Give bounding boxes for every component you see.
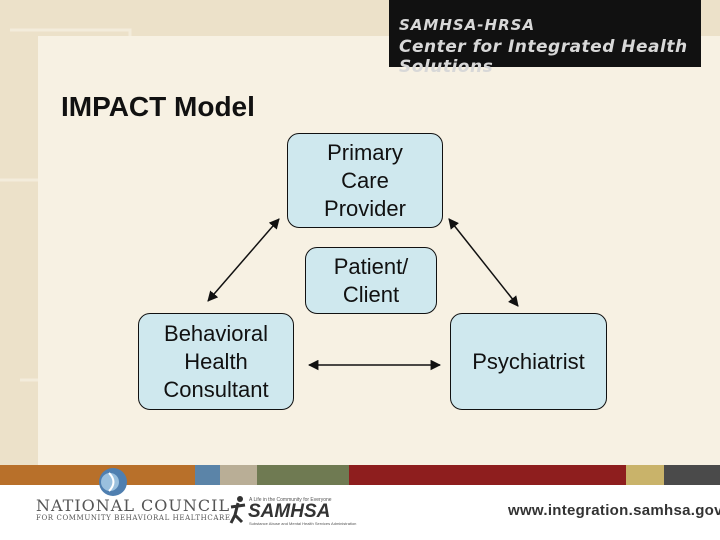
slide-title: IMPACT Model xyxy=(61,91,255,122)
node-patient-client: Patient/ Client xyxy=(305,247,437,314)
color-strip-segment xyxy=(626,465,664,485)
color-strip-segment xyxy=(0,465,195,485)
samhsa-subtitle: Substance Abuse and Mental Health Servic… xyxy=(249,521,357,526)
color-strip-segment xyxy=(664,465,720,485)
website-url: www.integration.samhsa.gov xyxy=(508,502,720,519)
brand-header: SAMHSA-HRSA Center for Integrated Health… xyxy=(389,0,701,77)
brand-line1: SAMHSA-HRSA xyxy=(399,16,536,34)
node-primary-care-provider: Primary Care Provider xyxy=(287,133,443,228)
samhsa-figure-icon xyxy=(229,496,246,524)
national-council-logo-icon xyxy=(99,468,127,496)
color-strip-segment xyxy=(195,465,220,485)
color-strip-segment xyxy=(220,465,257,485)
brand-line2: Center for Integrated Health Solutions xyxy=(399,37,688,77)
national-council-name: NATIONAL COUNCIL xyxy=(36,496,231,515)
samhsa-tagline: A Life in the Community for Everyone xyxy=(249,497,332,503)
samhsa-name: SAMHSA xyxy=(248,501,331,522)
color-strip-segment xyxy=(349,465,626,485)
color-strip-segment xyxy=(257,465,349,485)
footer xyxy=(0,485,720,540)
node-behavioral-health-consultant: Behavioral Health Consultant xyxy=(138,313,294,410)
national-council-subtitle: FOR COMMUNITY BEHAVIORAL HEALTHCARE xyxy=(36,514,231,522)
node-psychiatrist: Psychiatrist xyxy=(450,313,607,410)
